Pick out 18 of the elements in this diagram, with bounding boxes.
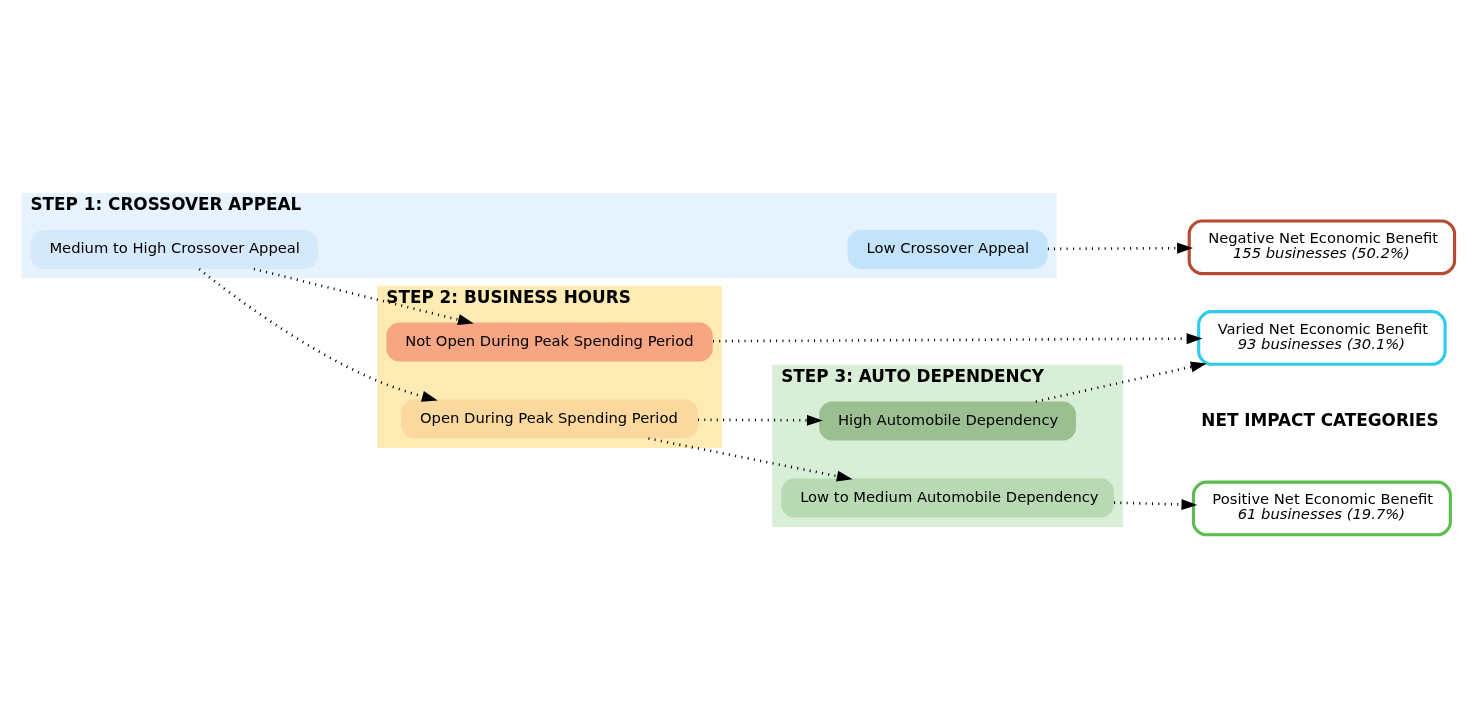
node-box: Not Open During Peak Spending Period <box>386 322 713 362</box>
node-box: Low to Medium Automobile Dependency <box>781 477 1114 517</box>
node-box: High Automobile Dependency <box>819 401 1076 441</box>
node-box: Open During Peak Spending Period <box>401 399 698 438</box>
arrow <box>648 436 853 482</box>
node-box: Varied Net Economic Benefit 93 businesses (30.1%) <box>1197 309 1447 366</box>
node-box: Medium to High Crossover Appeal <box>30 229 318 269</box>
arrow <box>1114 498 1198 510</box>
node-box: Positive Net Economic Benefit 61 businesses (19.7%) <box>1191 480 1452 536</box>
arrow <box>253 267 474 325</box>
arrow <box>1047 242 1193 254</box>
arrow <box>698 414 823 426</box>
arrow <box>1035 360 1207 403</box>
arrow <box>198 267 438 402</box>
node-box: Negative Net Economic Benefit 155 businesses (50.2%) <box>1187 218 1457 275</box>
label: NET IMPACT CATEGORIES <box>1201 409 1439 430</box>
node-box: Low Crossover Appeal <box>847 229 1048 269</box>
arrow <box>713 332 1203 344</box>
